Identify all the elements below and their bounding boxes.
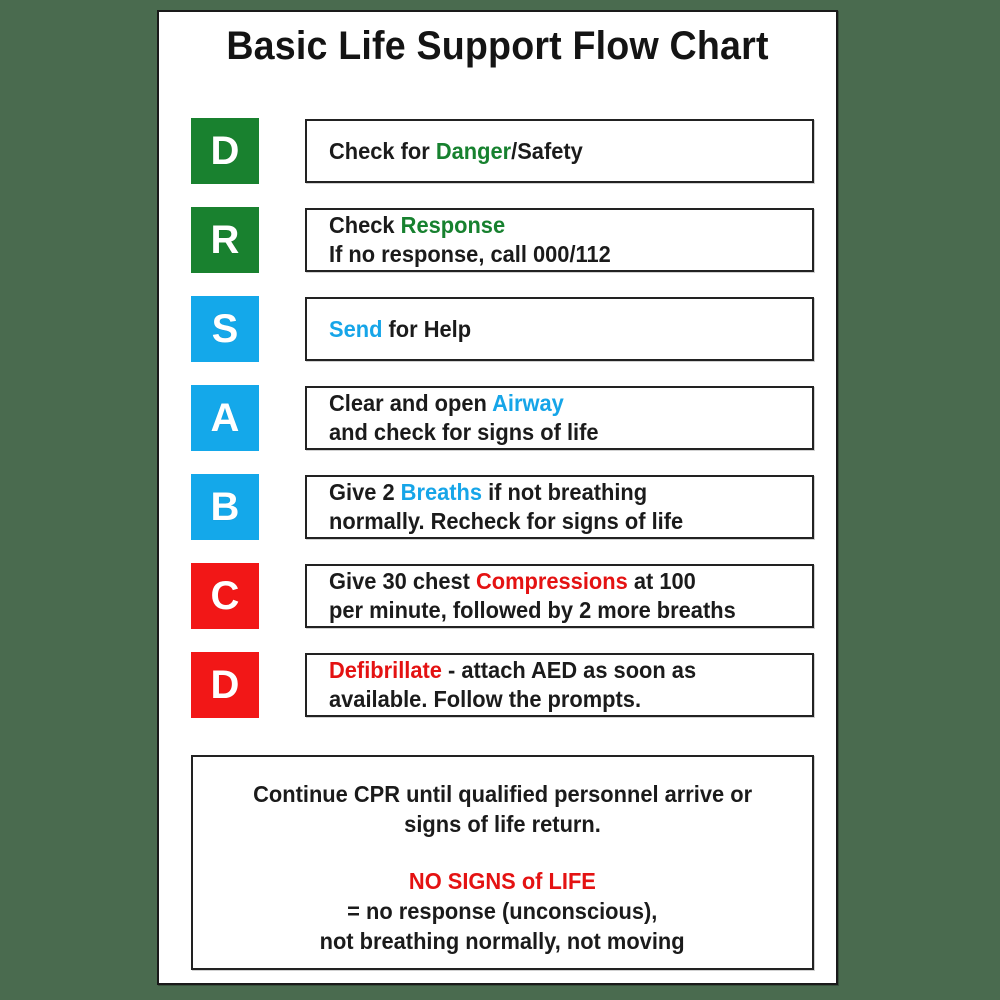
keyword-red: Compressions [475,568,628,595]
text-segment: If no response, call 000/112 [329,241,611,267]
keyword-green: Response [400,212,506,239]
step-text-line: normally. Recheck for signs of life [329,507,788,536]
text-segment: and check for signs of life [329,419,599,445]
step-text-line: Check Response [329,211,788,240]
text-segment: available. Follow the prompts. [329,686,642,712]
step-badge-c-5: C [191,563,259,629]
step-text-line: Send for Help [329,315,788,344]
text-segment: /Safety [511,137,583,164]
step-text-line: Defibrillate - attach AED as soon as [329,656,788,685]
text-segment: - attach AED as soon as [441,657,697,684]
step-text-line: Check for Danger/Safety [329,137,788,166]
text-segment: at 100 [627,568,696,595]
footer-continue-line-2: signs of life return. [404,811,601,838]
step-badge-a-3: A [191,385,259,451]
keyword-red: Defibrillate [329,657,442,684]
text-segment: for Help [382,315,472,342]
keyword-blue: Airway [492,390,564,417]
footer-box: Continue CPR until qualified personnel a… [191,755,814,970]
text-segment: if not breathing [482,479,648,506]
step-badge-d-6: D [191,652,259,718]
footer-alert-line-1: = no response (unconscious), [347,898,658,925]
step-text-line: available. Follow the prompts. [329,685,788,714]
step-badge-b-4: B [191,474,259,540]
keyword-blue: Send [329,315,383,342]
step-row: D Check for Danger/Safety [159,118,836,207]
text-segment: Clear and open [329,390,493,417]
step-textbox: Send for Help [305,297,814,361]
step-text-line: Clear and open Airway [329,389,788,418]
text-segment: Check [329,212,401,239]
keyword-green: Danger [435,137,512,164]
step-text-line: If no response, call 000/112 [329,240,788,269]
step-text-line: and check for signs of life [329,418,788,447]
step-textbox: Check for Danger/Safety [305,119,814,183]
footer-alert-heading: NO SIGNS of LIFE [409,867,596,894]
text-segment: Give 30 chest [329,568,476,595]
step-text-line: per minute, followed by 2 more breaths [329,596,788,625]
step-badge-r-1: R [191,207,259,273]
footer-continue-line-1: Continue CPR until qualified personnel a… [253,781,752,807]
page-title: Basic Life Support Flow Chart [226,24,769,68]
text-segment: Give 2 [329,479,401,506]
step-text-line: Give 2 Breaths if not breathing [329,478,788,507]
step-text-line: Give 30 chest Compressions at 100 [329,567,788,596]
poster-card: Basic Life Support Flow Chart D Check for… [157,10,838,985]
text-segment: normally. Recheck for signs of life [329,508,684,534]
text-segment: Check for [329,137,436,164]
keyword-blue: Breaths [400,479,483,506]
footer-alert-line-2: not breathing normally, not moving [320,928,685,955]
step-badge-d-0: D [191,118,259,184]
text-segment: per minute, followed by 2 more breaths [329,597,736,623]
step-row: S Send for Help [159,296,836,385]
step-badge-s-2: S [191,296,259,362]
